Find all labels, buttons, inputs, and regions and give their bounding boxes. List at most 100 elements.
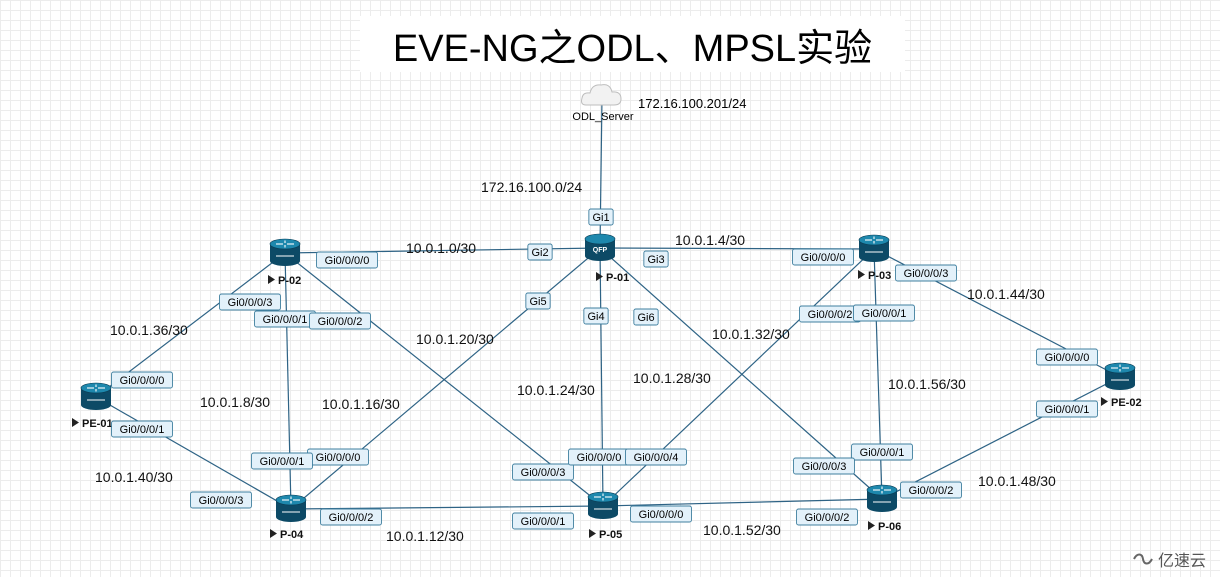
link-p-02-p-04 — [284, 252, 292, 510]
subnet-label: 10.0.1.52/30 — [703, 522, 781, 538]
interface-label: Gi0/0/0/2 — [309, 312, 371, 330]
subnet-label: 10.0.1.4/30 — [675, 232, 745, 248]
router-pe-01[interactable] — [80, 382, 112, 410]
interface-label: Gi0/0/0/2 — [320, 508, 382, 526]
svg-text:Gi0/0/0/1: Gi0/0/0/1 — [263, 314, 308, 326]
interface-label: Gi0/0/0/0 — [111, 371, 173, 389]
interface-label: Gi0/0/0/1 — [853, 304, 915, 322]
subnet-label: 10.0.1.48/30 — [978, 473, 1056, 489]
interface-label: Gi0/0/0/3 — [512, 463, 574, 481]
interface-label: Gi0/0/0/1 — [254, 310, 316, 328]
interface-label: Gi0/0/0/0 — [307, 448, 369, 466]
svg-text:Gi0/0/0/3: Gi0/0/0/3 — [199, 495, 244, 507]
node-label-p-03: P-03 — [868, 270, 891, 282]
svg-text:Gi0/0/0/1: Gi0/0/0/1 — [1045, 404, 1090, 416]
diagram-title-box: EVE-NG之ODL、MPSL实验 — [360, 16, 905, 72]
watermark-text: 亿速云 — [1157, 553, 1206, 570]
router-p-06[interactable] — [866, 484, 898, 512]
svg-text:Gi0/0/0/1: Gi0/0/0/1 — [120, 424, 165, 436]
interface-label: Gi0/0/0/3 — [895, 264, 957, 282]
interface-label: Gi0/0/0/4 — [625, 448, 687, 466]
svg-text:Gi0/0/0/2: Gi0/0/0/2 — [808, 309, 853, 321]
router-arrows-icon — [594, 493, 612, 510]
interface-label: Gi0/0/0/1 — [512, 512, 574, 530]
subnet-label: 10.0.1.24/30 — [517, 382, 595, 398]
svg-text:Gi0/0/0/3: Gi0/0/0/3 — [802, 461, 847, 473]
router-arrows-icon — [282, 496, 300, 513]
yisu-logo-icon — [1133, 553, 1153, 565]
svg-text:Gi0/0/0/0: Gi0/0/0/0 — [316, 452, 361, 464]
svg-text:Gi0/0/0/0: Gi0/0/0/0 — [577, 452, 622, 464]
router-p-05[interactable] — [587, 491, 619, 519]
subnet-label: 10.0.1.56/30 — [888, 376, 966, 392]
interface-label: Gi0/0/0/2 — [900, 481, 962, 499]
subnet-label: 10.0.1.16/30 — [322, 396, 400, 412]
svg-text:Gi0/0/0/0: Gi0/0/0/0 — [1045, 352, 1090, 364]
cloud-icon[interactable] — [581, 84, 622, 106]
svg-text:Gi6: Gi6 — [637, 312, 654, 324]
interface-label: Gi2 — [527, 243, 553, 261]
link-p-03-p-06 — [873, 248, 883, 500]
router-arrows-icon — [873, 486, 891, 503]
play-icon[interactable] — [72, 418, 79, 427]
interface-label: Gi0/0/0/0 — [568, 448, 630, 466]
subnet-label: 10.0.1.12/30 — [386, 528, 464, 544]
svg-text:Gi0/0/0/4: Gi0/0/0/4 — [634, 452, 679, 464]
subnet-label: 10.0.1.8/30 — [200, 394, 270, 410]
subnet-label: 10.0.1.20/30 — [416, 331, 494, 347]
svg-text:Gi0/0/0/0: Gi0/0/0/0 — [120, 375, 165, 387]
node-label-p-01: P-01 — [606, 272, 629, 284]
play-icon[interactable] — [589, 529, 596, 538]
play-icon[interactable] — [596, 272, 603, 281]
interface-label: Gi1 — [588, 208, 614, 226]
router-pe-02[interactable] — [1104, 362, 1136, 390]
svg-text:Gi0/0/0/1: Gi0/0/0/1 — [862, 308, 907, 320]
server-name-label: ODL_Server — [572, 111, 633, 123]
router-p-02[interactable] — [269, 238, 301, 266]
subnet-label: 10.0.1.40/30 — [95, 469, 173, 485]
play-icon[interactable] — [868, 521, 875, 530]
interface-label: Gi0/0/0/3 — [219, 293, 281, 311]
play-icon[interactable] — [268, 275, 275, 284]
svg-text:Gi0/0/0/1: Gi0/0/0/1 — [521, 516, 566, 528]
interface-label: Gi3 — [643, 250, 669, 268]
node-label-pe-02: PE-02 — [1111, 397, 1142, 409]
svg-text:Gi0/0/0/3: Gi0/0/0/3 — [521, 467, 566, 479]
link-p-04-p-05 — [290, 505, 604, 510]
subnet-label: 10.0.1.32/30 — [712, 326, 790, 342]
svg-text:Gi1: Gi1 — [592, 212, 609, 224]
svg-text:Gi0/0/0/1: Gi0/0/0/1 — [860, 447, 905, 459]
svg-text:Gi4: Gi4 — [587, 311, 604, 323]
interface-label: Gi0/0/0/3 — [793, 457, 855, 475]
play-icon[interactable] — [1101, 397, 1108, 406]
node-label-p-05: P-05 — [599, 529, 622, 541]
interface-label: Gi0/0/0/2 — [799, 305, 861, 323]
interface-label: Gi0/0/0/2 — [796, 508, 858, 526]
svg-text:Gi0/0/0/2: Gi0/0/0/2 — [909, 485, 954, 497]
router-p-01[interactable]: QFP — [584, 233, 616, 261]
router-arrows-icon — [865, 236, 883, 253]
svg-text:Gi3: Gi3 — [647, 254, 664, 266]
link-p-06-pe-02 — [881, 376, 1121, 500]
subnet-label: 10.0.1.36/30 — [110, 322, 188, 338]
router-arrows-icon — [1111, 364, 1129, 381]
server-ip-label: 172.16.100.201/24 — [638, 96, 746, 111]
interface-label: Gi6 — [633, 308, 659, 326]
interface-label: Gi0/0/0/0 — [1036, 348, 1098, 366]
play-icon[interactable] — [858, 270, 865, 279]
link-p-01-p-06 — [599, 247, 883, 500]
router-p-03[interactable] — [858, 234, 890, 262]
interface-label: Gi0/0/0/0 — [792, 248, 854, 266]
interface-label: Gi0/0/0/1 — [111, 420, 173, 438]
interface-label: Gi0/0/0/3 — [190, 491, 252, 509]
svg-text:Gi0/0/0/2: Gi0/0/0/2 — [805, 512, 850, 524]
router-p-04[interactable] — [275, 494, 307, 522]
subnet-label: 172.16.100.0/24 — [481, 179, 582, 195]
svg-text:Gi0/0/0/1: Gi0/0/0/1 — [260, 456, 305, 468]
svg-text:Gi0/0/0/2: Gi0/0/0/2 — [318, 316, 363, 328]
router-arrows-icon — [276, 240, 294, 257]
play-icon[interactable] — [270, 529, 277, 538]
node-label-p-02: P-02 — [278, 275, 301, 287]
svg-text:Gi0/0/0/3: Gi0/0/0/3 — [228, 297, 273, 309]
